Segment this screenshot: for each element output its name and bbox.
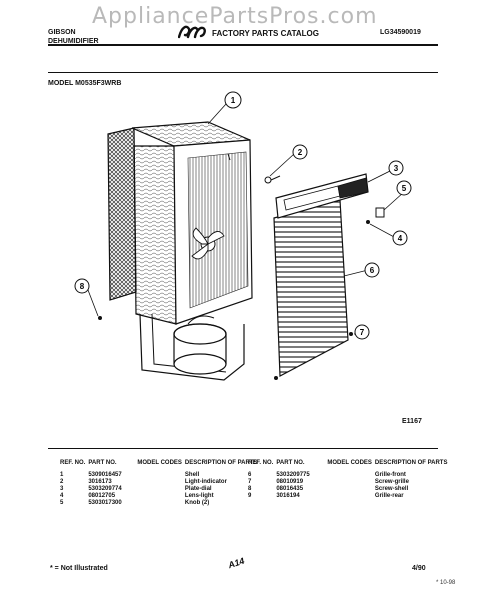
model-codes [327,493,375,500]
callout-7: 7 [354,324,370,340]
page-code: A14 [226,555,246,571]
dial-plate [275,173,369,219]
parts-table-right: REF. NO. PART NO. MODEL CODES DESCRIPTIO… [248,460,450,500]
model-rule-top [48,72,438,73]
callout-3: 3 [388,160,404,176]
table-row: 6 5303209775 Grille-front [248,472,450,479]
model-codes-header: MODEL CODES [137,460,182,466]
manufacturer-logo [178,25,206,39]
exploded-parts-diagram: 1 2 3 5 4 6 7 8 [74,91,412,381]
svg-text:7: 7 [360,328,365,337]
revision-date: 4/90 [412,565,426,572]
ref-no-header: REF. NO. [60,460,86,466]
model-codes [327,486,375,493]
screws [98,220,370,380]
svg-text:6: 6 [370,266,375,275]
table-row: 5 5303017300 Knob (2) [60,500,260,507]
table-row: 3 5303209774 Plate-dial [60,486,260,493]
table-header-row: REF. NO. PART NO. MODEL CODES DESCRIPTIO… [60,460,260,472]
catalog-title: FACTORY PARTS CATALOG [212,29,319,38]
svg-text:4: 4 [398,234,403,243]
table-row: 8 08016435 Screw-shell [248,486,450,493]
part-no: 5303209774 [88,486,122,492]
document-number: LG34590019 [380,29,421,36]
callout-1: 1 [224,91,242,109]
control-knob [375,207,385,218]
part-no: 3016173 [88,479,112,485]
model-codes [137,500,185,507]
part-no: 08012705 [88,493,116,499]
figure-code: E1167 [402,418,422,425]
part-no: 5309016457 [88,472,122,478]
compressor [173,315,227,375]
part-description: Grille-rear [374,493,404,499]
table-row: 1 5309016457 Shell [60,472,260,479]
callout-2: 2 [292,144,308,160]
part-no: 3016194 [276,493,300,499]
watermark: AppliancePartsPros.com [92,4,378,29]
fan-blades [191,227,225,260]
ref-no: 7 [248,479,252,485]
description-header: DESCRIPTION OF PARTS [374,460,448,466]
model-codes [137,486,185,493]
callout-5: 5 [396,180,412,196]
model-number: MODEL M0535F3WRB [48,80,122,87]
part-no: 5303209775 [276,472,310,478]
callout-8: 8 [74,278,90,294]
model-codes-header: MODEL CODES [327,460,372,466]
part-no-header: PART NO. [276,460,305,466]
part-description: Light-indicator [184,479,227,485]
cabinet-shell [131,121,253,325]
part-description: Screw-shell [374,486,409,492]
callout-6: 6 [364,262,380,278]
table-row: 9 3016194 Grille-rear [248,493,450,500]
part-description: Plate-dial [184,486,212,492]
print-stamp: * 10-98 [436,580,456,586]
part-no: 5303017300 [88,500,122,506]
description-header: DESCRIPTION OF PARTS [184,460,258,466]
ref-no: 8 [248,486,252,492]
header-rule [48,44,438,46]
svg-text:3: 3 [394,164,399,173]
front-grille [273,199,349,377]
table-header-row: REF. NO. PART NO. MODEL CODES DESCRIPTIO… [248,460,450,472]
ref-no: 4 [60,493,64,499]
svg-text:2: 2 [298,148,303,157]
svg-text:1: 1 [231,96,236,105]
model-codes [327,472,375,479]
ref-no: 2 [60,479,64,485]
table-row: 4 08012705 Lens-light [60,493,260,500]
ref-no: 1 [60,472,64,478]
model-codes [137,493,185,500]
part-no: 08010919 [276,479,304,485]
ref-no: 9 [248,493,252,499]
part-description: Grille-front [374,472,406,478]
brand-name: GIBSON [48,29,76,36]
part-description: Shell [184,472,200,478]
svg-text:8: 8 [80,282,85,291]
table-row: 7 08010919 Screw-grille [248,479,450,486]
table-row: 2 3016173 Light-indicator [60,479,260,486]
indicator-light [264,175,281,184]
ref-no: 6 [248,472,252,478]
part-no-header: PART NO. [88,460,117,466]
svg-text:5: 5 [402,184,407,193]
part-description: Lens-light [184,493,214,499]
model-codes [327,479,375,486]
brand-block: GIBSON DEHUMIDIFIER [48,28,99,46]
not-illustrated-note: * = Not Illustrated [50,565,108,572]
part-description: Knob (2) [184,500,210,506]
callout-4: 4 [392,230,408,246]
product-type: DEHUMIDIFIER [48,38,99,45]
ref-no-header: REF. NO. [248,460,274,466]
ref-no: 3 [60,486,64,492]
model-codes [137,472,185,479]
table-rule [48,448,438,449]
part-no: 08016435 [276,486,304,492]
parts-table-left: REF. NO. PART NO. MODEL CODES DESCRIPTIO… [60,460,260,507]
ref-no: 5 [60,500,64,506]
model-codes [137,479,185,486]
rear-grille [107,127,137,301]
part-description: Screw-grille [374,479,409,485]
